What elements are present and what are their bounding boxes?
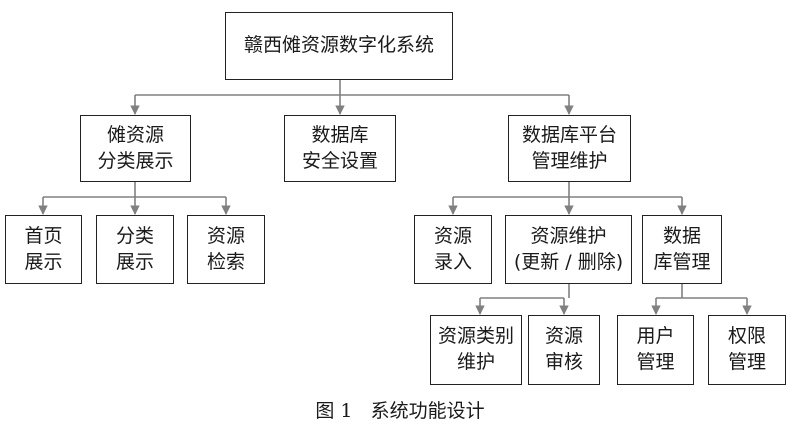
node-branch-security-line1: 数据库 bbox=[311, 123, 369, 146]
node-entry-line1: 资源 bbox=[433, 224, 472, 247]
node-review: 资源 审核 bbox=[528, 315, 600, 385]
node-category-line2: 展示 bbox=[115, 250, 154, 273]
node-home-line1: 首页 bbox=[24, 224, 63, 247]
node-usermgmt-line2: 管理 bbox=[636, 351, 675, 373]
node-branch-security-line2: 安全设置 bbox=[301, 149, 378, 172]
figure-caption: 图 1 系统功能设计 bbox=[315, 400, 485, 422]
node-permmgmt: 权限 管理 bbox=[708, 315, 786, 385]
node-dbmanage: 数据 库管理 bbox=[642, 215, 722, 284]
node-permmgmt-line2: 管理 bbox=[727, 351, 766, 373]
node-branch-display-line1: 傩资源 bbox=[106, 123, 164, 146]
node-permmgmt-line1: 权限 bbox=[727, 325, 766, 348]
node-root-label: 赣西傩资源数字化系统 bbox=[243, 34, 434, 57]
node-search-line2: 检索 bbox=[206, 250, 245, 273]
node-branch-platform-line1: 数据库平台 bbox=[521, 123, 617, 146]
node-review-line2: 审核 bbox=[544, 351, 583, 373]
node-dbmanage-line2: 库管理 bbox=[653, 250, 711, 273]
node-entry: 资源 录入 bbox=[414, 215, 492, 284]
node-classmaint: 资源类别 维护 bbox=[430, 315, 522, 385]
node-classmaint-line1: 资源类别 bbox=[437, 325, 514, 348]
node-classmaint-line2: 维护 bbox=[456, 351, 495, 373]
node-search: 资源 检索 bbox=[187, 215, 265, 284]
node-branch-display-line2: 分类展示 bbox=[97, 149, 174, 172]
node-branch-display: 傩资源 分类展示 bbox=[80, 115, 191, 182]
node-maintain-line2: (更新 / 删除) bbox=[513, 250, 624, 273]
node-usermgmt: 用户 管理 bbox=[617, 315, 694, 385]
node-search-line1: 资源 bbox=[206, 224, 245, 247]
node-home: 首页 展示 bbox=[5, 215, 82, 284]
node-root: 赣西傩资源数字化系统 bbox=[225, 12, 453, 80]
node-branch-platform: 数据库平台 管理维护 bbox=[508, 115, 631, 182]
node-usermgmt-line1: 用户 bbox=[636, 325, 675, 348]
node-category-line1: 分类 bbox=[115, 224, 154, 247]
node-entry-line2: 录入 bbox=[433, 250, 472, 273]
node-maintain-line1: 资源维护 bbox=[530, 224, 607, 247]
node-branch-security: 数据库 安全设置 bbox=[284, 115, 396, 182]
node-home-line2: 展示 bbox=[24, 250, 63, 273]
node-category: 分类 展示 bbox=[96, 215, 174, 284]
node-review-line1: 资源 bbox=[544, 325, 583, 348]
node-maintain: 资源维护 (更新 / 删除) bbox=[505, 215, 632, 284]
node-dbmanage-line1: 数据 bbox=[662, 224, 701, 247]
node-branch-platform-line2: 管理维护 bbox=[531, 149, 608, 172]
